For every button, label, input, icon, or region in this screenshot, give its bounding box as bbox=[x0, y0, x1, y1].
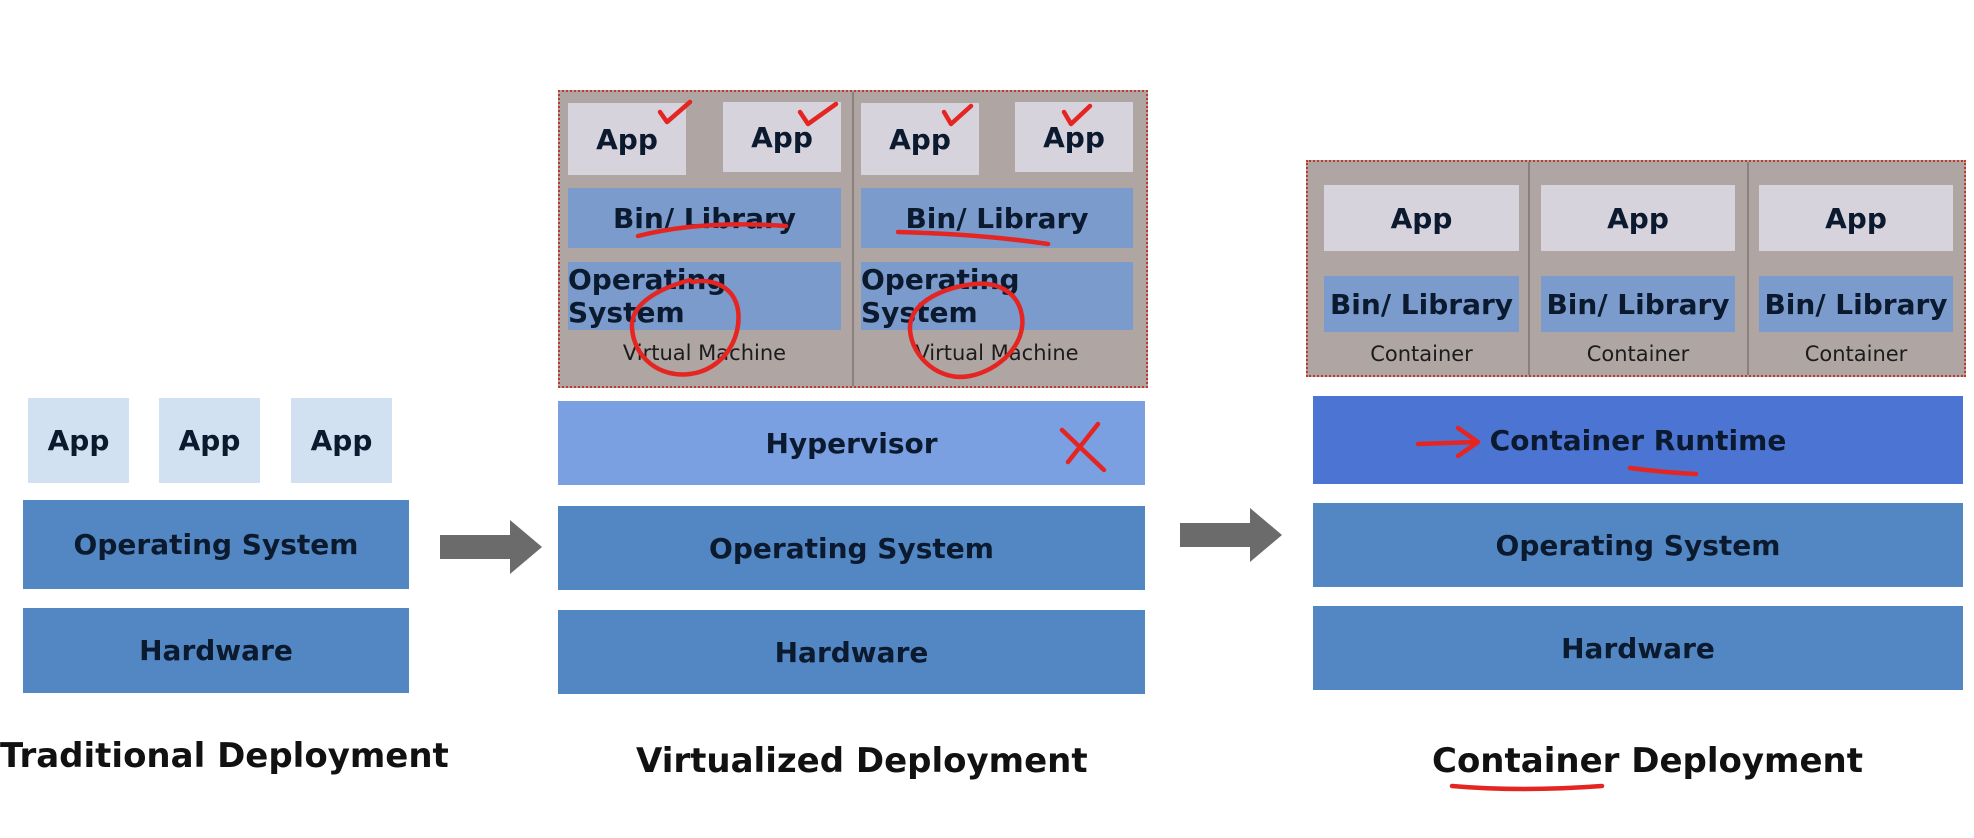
vm2-app-1: App bbox=[861, 103, 979, 175]
container-hardware-layer: Hardware bbox=[1313, 606, 1963, 690]
vm2-guest-os: Operating System bbox=[861, 262, 1133, 330]
container-os-layer: Operating System bbox=[1313, 503, 1963, 587]
virtualized-caption: Virtualized Deployment bbox=[636, 741, 1088, 781]
app-label: App bbox=[889, 122, 951, 156]
bin-library-label: Bin/ Library bbox=[1764, 287, 1948, 321]
traditional-app-3: App bbox=[291, 398, 392, 483]
vm2-app-2: App bbox=[1015, 102, 1133, 172]
traditional-os-layer: Operating System bbox=[23, 500, 409, 589]
container3-label: Container bbox=[1804, 342, 1908, 366]
vm1-label: Virtual Machine bbox=[622, 341, 787, 365]
os-label: Operating System bbox=[1495, 528, 1781, 562]
app-label: App bbox=[178, 424, 241, 457]
hardware-label: Hardware bbox=[139, 634, 293, 667]
underline-icon bbox=[1449, 783, 1605, 792]
os-label: Operating System bbox=[568, 263, 727, 329]
container3-bin-library: Bin/ Library bbox=[1759, 276, 1953, 332]
vm2-label: Virtual Machine bbox=[915, 341, 1079, 365]
arrow-right-icon bbox=[1180, 508, 1282, 562]
traditional-hardware-layer: Hardware bbox=[23, 608, 409, 693]
container-runtime-layer: Container Runtime bbox=[1313, 396, 1963, 484]
virtualized-os-layer: Operating System bbox=[558, 506, 1145, 590]
hardware-label: Hardware bbox=[774, 635, 929, 669]
traditional-caption: Traditional Deployment bbox=[0, 736, 449, 776]
app-label: App bbox=[1607, 201, 1669, 235]
container3-app: App bbox=[1759, 185, 1953, 251]
app-label: App bbox=[1390, 201, 1453, 235]
container-caption: Container Deployment bbox=[1432, 741, 1863, 781]
vm1-app-2: App bbox=[723, 102, 841, 172]
container2-bin-library: Bin/ Library bbox=[1541, 276, 1735, 332]
traditional-app-1: App bbox=[28, 398, 129, 483]
os-label: Operating System bbox=[861, 263, 1020, 329]
hardware-label: Hardware bbox=[1561, 631, 1715, 665]
hypervisor-label: Hypervisor bbox=[765, 426, 938, 460]
runtime-label: Container Runtime bbox=[1489, 423, 1787, 457]
container-divider-2 bbox=[1747, 162, 1749, 375]
app-label: App bbox=[1043, 120, 1105, 154]
container2-app: App bbox=[1541, 185, 1735, 251]
container1-label: Container bbox=[1370, 342, 1473, 366]
app-label: App bbox=[751, 120, 813, 154]
bin-library-label: Bin/ Library bbox=[905, 201, 1089, 235]
bin-library-label: Bin/ Library bbox=[1546, 287, 1730, 321]
container-divider-1 bbox=[1528, 162, 1530, 375]
app-label: App bbox=[1825, 201, 1887, 235]
os-label: Operating System bbox=[709, 531, 994, 565]
container1-app: App bbox=[1324, 185, 1519, 251]
vm1-guest-os: Operating System bbox=[568, 262, 841, 330]
hypervisor-layer: Hypervisor bbox=[558, 401, 1145, 485]
arrow-right-icon bbox=[440, 520, 542, 574]
app-label: App bbox=[47, 424, 110, 457]
vm2-bin-library: Bin/ Library bbox=[861, 188, 1133, 248]
vm1-app-1: App bbox=[568, 103, 686, 175]
traditional-app-2: App bbox=[159, 398, 260, 483]
os-label: Operating System bbox=[73, 528, 359, 561]
vm1-bin-library: Bin/ Library bbox=[568, 188, 841, 248]
container2-label: Container bbox=[1586, 342, 1690, 366]
app-label: App bbox=[596, 122, 658, 156]
bin-library-label: Bin/ Library bbox=[612, 201, 797, 235]
bin-library-label: Bin/ Library bbox=[1329, 287, 1514, 321]
virtualized-hardware-layer: Hardware bbox=[558, 610, 1145, 694]
vm-divider bbox=[852, 92, 854, 386]
app-label: App bbox=[310, 424, 373, 457]
container1-bin-library: Bin/ Library bbox=[1324, 276, 1519, 332]
